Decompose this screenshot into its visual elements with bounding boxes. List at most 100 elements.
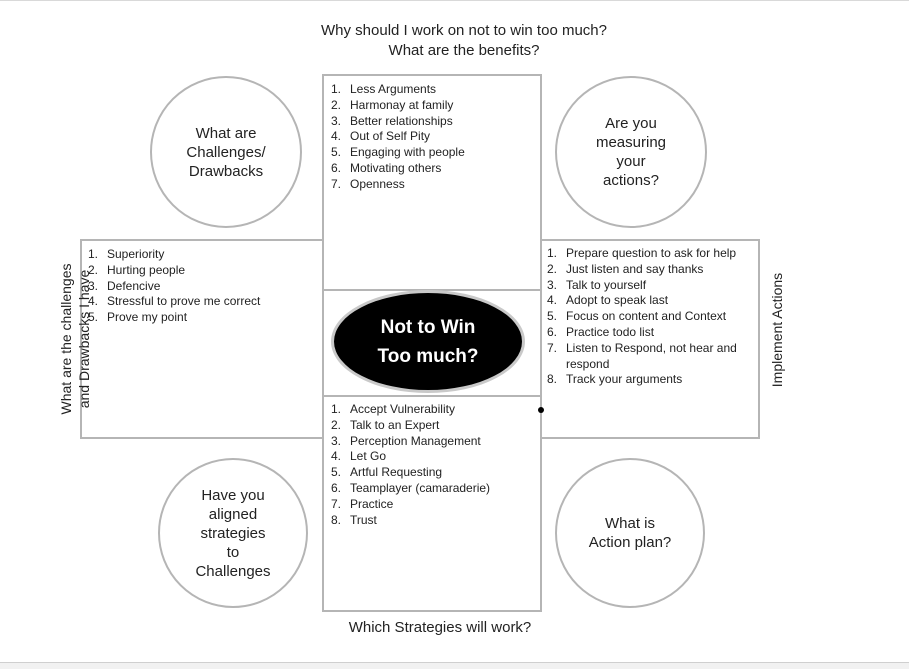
circle-challenges-drawbacks: What are Challenges/ Drawbacks	[150, 76, 302, 228]
list-item-number: 2.	[547, 261, 558, 276]
list-item-number: 6.	[331, 160, 342, 175]
list-item-text: Prove my point	[107, 310, 188, 325]
list-item-number: 1.	[547, 246, 558, 260]
list-item: 4. Let Go	[331, 449, 533, 465]
list-item: 3. Better relationships	[331, 114, 533, 130]
list-item: 4. Out of Self Pity	[331, 129, 533, 145]
list-item-text: Practice	[350, 496, 394, 511]
list-item-number: 1.	[331, 402, 342, 416]
list-item: 7. Practice	[331, 497, 533, 513]
list-item: 3. Talk to yourself	[547, 278, 752, 294]
list-item: 1. Superiority	[88, 247, 318, 263]
list-item-text: Talk to yourself	[566, 277, 647, 292]
center-topic-ellipse: Not to Win Too much?	[331, 290, 525, 393]
actions-box: 1. Prepare question to ask for help 2. Just…	[539, 239, 760, 439]
list-item: 5. Focus on content and Context	[547, 309, 752, 325]
list-item-text: Engaging with people	[350, 145, 465, 160]
page-bottom-border	[0, 662, 909, 669]
list-item-number: 5.	[331, 465, 342, 480]
benefits-list: 1. Less Arguments 2. Harmonay at family 3. Be…	[331, 82, 533, 193]
list-item-text: Stressful to prove me correct	[107, 294, 261, 309]
page-top-border	[0, 0, 909, 1]
list-item-number: 2.	[331, 417, 342, 432]
list-item-number: 3.	[547, 277, 558, 292]
list-item-number: 3.	[331, 433, 342, 448]
list-item-number: 1.	[331, 82, 342, 96]
center-topic-label: Not to Win Too much?	[377, 316, 479, 367]
list-item-text: Adopt to speak last	[566, 293, 669, 308]
actions-list: 1. Prepare question to ask for help 2. Just…	[547, 246, 752, 388]
list-item-number: 5.	[88, 310, 99, 325]
circle-measuring-actions: Are you measuring your actions?	[555, 76, 707, 228]
right-side-label-text: Implement Actions	[769, 272, 785, 388]
list-item-number: 7.	[331, 176, 342, 191]
circle-challenges-text: What are Challenges/ Drawbacks	[186, 124, 266, 180]
list-item-text: Perception Management	[350, 433, 481, 448]
list-item-text: Artful Requesting	[350, 465, 443, 480]
list-item-text: Trust	[350, 512, 377, 527]
circle-aligned-text: Have you aligned strategies to Challenge…	[195, 486, 271, 580]
list-item: 5. Artful Requesting	[331, 465, 533, 481]
list-item: 3.Defencive	[88, 279, 318, 295]
list-item-number: 2.	[331, 97, 342, 112]
list-item: 3. Perception Management	[331, 434, 533, 450]
list-item-text: Openness	[350, 176, 405, 191]
list-item-text: Track your arguments	[566, 372, 683, 387]
list-item-text: Motivating others	[350, 160, 442, 175]
benefits-question-line2: What are the benefits?	[388, 42, 540, 59]
list-item-text: Focus on content and Context	[566, 309, 727, 324]
benefits-question-line1: Why should I work on not to win too much…	[321, 22, 607, 39]
list-item-number: 4.	[547, 293, 558, 308]
list-item: 4. Adopt to speak last	[547, 293, 752, 309]
list-item-number: 7.	[547, 340, 558, 355]
list-item-number: 4.	[88, 294, 99, 309]
list-item-text: Talk to an Expert	[350, 417, 440, 432]
list-item-text: Hurting people	[107, 262, 186, 277]
list-item-text: Practice todo list	[566, 324, 655, 339]
list-item-number: 6.	[331, 480, 342, 495]
circle-aligned-strategies: Have you aligned strategies to Challenge…	[158, 458, 308, 608]
list-item-text: Harmonay at family	[350, 97, 454, 112]
list-item-number: 6.	[547, 324, 558, 339]
left-side-label: What are the challenges and Drawbacks I …	[57, 229, 93, 449]
list-item-text: Prepare question to ask for help	[566, 246, 737, 260]
list-item: 6. Motivating others	[331, 161, 533, 177]
list-item-text: Defencive	[107, 278, 161, 293]
list-item: 7. Openness	[331, 177, 533, 193]
list-item: 1. Less Arguments	[331, 82, 533, 98]
list-item-number: 2.	[88, 262, 99, 277]
strategies-question: Which Strategies will work?	[348, 619, 532, 636]
list-item: 6. Practice todo list	[547, 325, 752, 341]
list-item-text: Listen to Respond, not hear and respond	[566, 340, 737, 371]
list-item: 4. Stressful to prove me correct	[88, 294, 318, 310]
list-item: 8. Trust	[331, 513, 533, 529]
left-side-label-line2: and Drawbacks I have	[76, 269, 92, 409]
list-item-number: 8.	[547, 372, 558, 387]
connector-dot	[538, 407, 544, 413]
list-item-number: 4.	[331, 129, 342, 144]
list-item-text: Superiority	[107, 247, 165, 261]
list-item: 2. Harmonay at family	[331, 98, 533, 114]
list-item-text: Less Arguments	[350, 82, 437, 96]
list-item-number: 5.	[331, 145, 342, 160]
list-item-number: 3.	[331, 113, 342, 128]
list-item-text: Let Go	[350, 449, 387, 464]
list-item-number: 8.	[331, 512, 342, 527]
list-item: 2. Hurting people	[88, 263, 318, 279]
list-item-number: 1.	[88, 247, 99, 261]
list-item-text: Just listen and say thanks	[566, 261, 704, 276]
list-item-text: Better relationships	[350, 113, 453, 128]
circle-action-plan: What is Action plan?	[555, 458, 705, 608]
list-item: 6.Teamplayer (camaraderie)	[331, 481, 533, 497]
list-item: 2. Just listen and say thanks	[547, 262, 752, 278]
list-item: 7. Listen to Respond, not hear and respon…	[547, 341, 752, 373]
list-item: 1. Prepare question to ask for help	[547, 246, 752, 262]
list-item-number: 4.	[331, 449, 342, 464]
circle-action-plan-text: What is Action plan?	[588, 515, 672, 551]
right-side-label: Implement Actions	[768, 265, 786, 395]
list-item-number: 5.	[547, 309, 558, 324]
list-item-number: 7.	[331, 496, 342, 511]
list-item-text: Out of Self Pity	[350, 129, 431, 144]
